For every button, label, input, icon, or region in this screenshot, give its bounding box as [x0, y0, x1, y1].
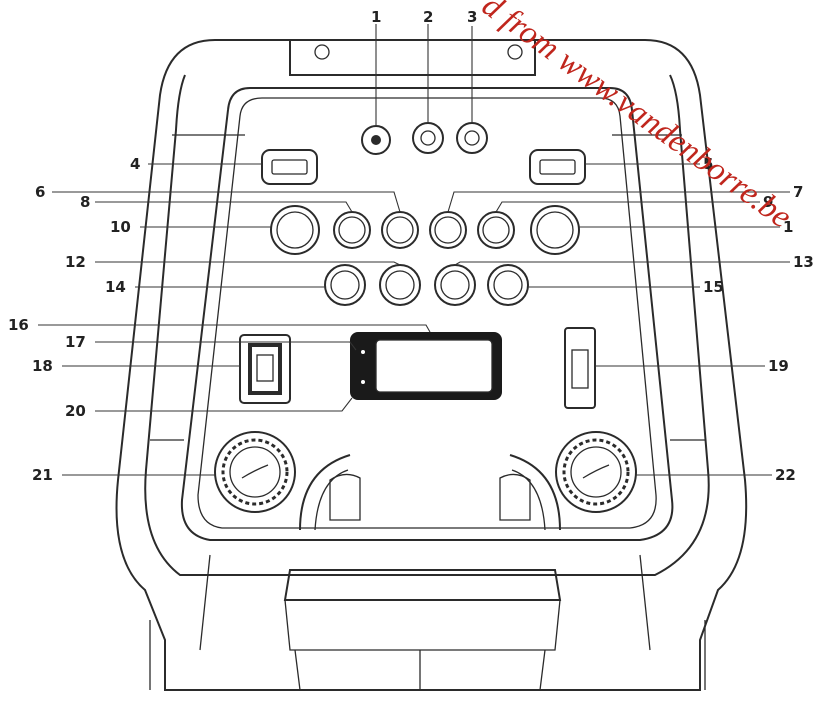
label-21: 21	[32, 466, 53, 484]
label-10: 10	[110, 218, 131, 236]
usb-port-4	[261, 149, 318, 185]
leader-lines	[38, 24, 790, 476]
label-19: 19	[768, 357, 789, 375]
knob-22	[555, 431, 637, 513]
button-13	[434, 264, 476, 306]
button-12	[379, 264, 421, 306]
slot-19	[564, 327, 596, 409]
button-6	[381, 211, 419, 249]
label-12: 12	[65, 253, 86, 271]
label-9: 9	[763, 193, 773, 211]
label-17: 17	[65, 333, 86, 351]
label-7: 7	[793, 183, 803, 201]
jack-1	[361, 125, 391, 155]
label-14: 14	[105, 278, 126, 296]
jack-3	[456, 122, 488, 154]
label-11: 1	[783, 218, 793, 236]
label-3: 3	[467, 8, 477, 26]
button-15	[487, 264, 529, 306]
callout-labels: 1 2 3 4 5 6 7 8 9 10 1 12 13 14 15 16 17…	[8, 8, 814, 484]
usb-port-5	[529, 149, 586, 185]
knob-21	[214, 431, 296, 513]
label-2: 2	[423, 8, 433, 26]
watermark-text: d from www.vandenborre.be	[475, 0, 798, 236]
button-9	[477, 211, 515, 249]
button-11	[530, 205, 580, 255]
power-switch-18	[239, 334, 291, 404]
label-4: 4	[130, 155, 140, 173]
label-20: 20	[65, 402, 86, 420]
label-22: 22	[775, 466, 796, 484]
label-18: 18	[32, 357, 53, 375]
jack-2	[412, 122, 444, 154]
label-6: 6	[35, 183, 45, 201]
button-14	[324, 264, 366, 306]
button-7	[429, 211, 467, 249]
label-13: 13	[793, 253, 814, 271]
display-screen	[350, 332, 502, 400]
label-16: 16	[8, 316, 29, 334]
label-1: 1	[371, 8, 381, 26]
label-15: 15	[703, 278, 724, 296]
label-8: 8	[80, 193, 90, 211]
speaker-body	[115, 39, 748, 691]
label-5: 5	[703, 155, 713, 173]
button-8	[333, 211, 371, 249]
button-10	[270, 205, 320, 255]
